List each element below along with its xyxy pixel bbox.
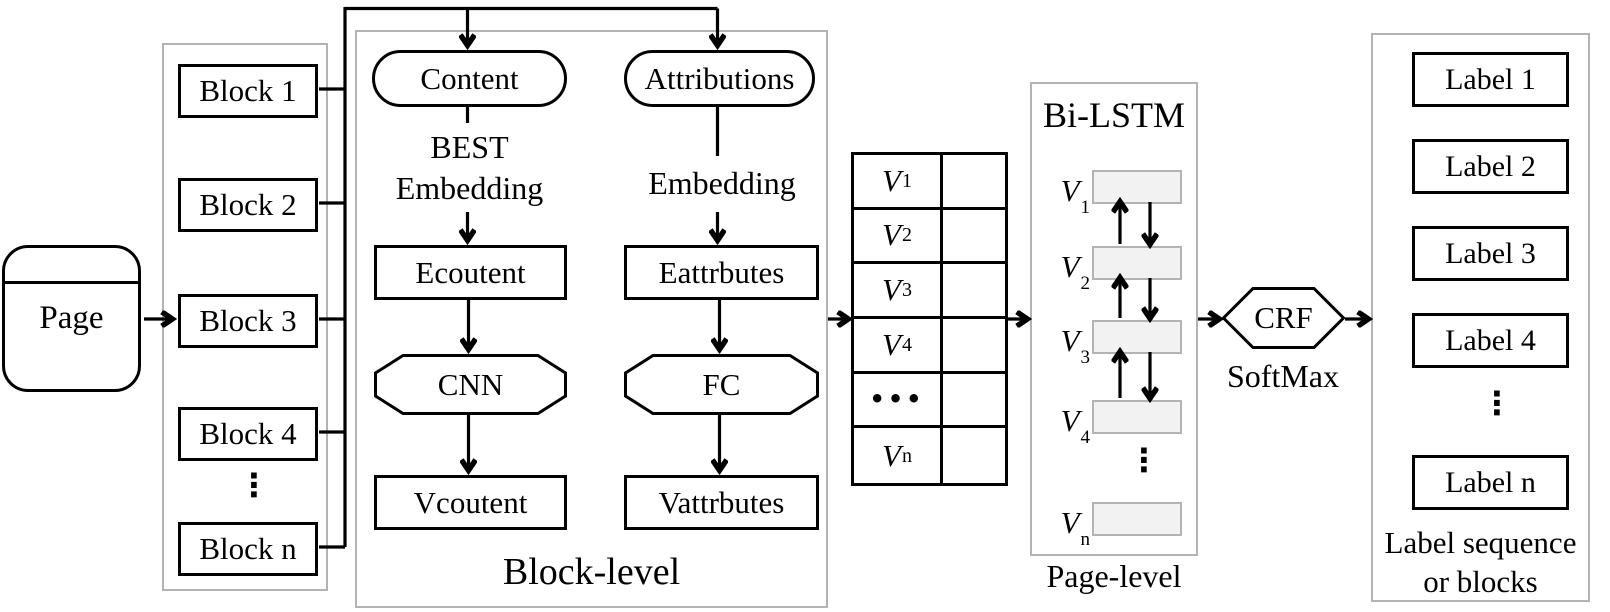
v-symbol: V [1060,504,1080,540]
label-item-4: Label 4 [1412,313,1569,368]
label-item-text: Label n [1445,465,1536,499]
vcoutent-node-label: Vcoutent [413,484,528,520]
label-item-n: Label n [1412,455,1569,510]
label-item-1: Label 1 [1412,52,1569,107]
cnn-node: CNN [374,354,567,415]
vector-cell-empty [943,428,1005,483]
label-item-text: Label 3 [1445,236,1536,270]
page-node: Page [2,245,141,392]
v-symbol: V [1060,172,1080,208]
v-symbol: V [1060,248,1080,284]
crf-node-label: CRF [1254,300,1313,335]
fc-node-label: FC [702,366,741,402]
lstm-cell-4 [1092,400,1182,434]
lstm-cell-3 [1092,320,1182,354]
attributions-node-label: Attributions [644,60,795,96]
page-level-caption: Page-level [1046,558,1182,594]
best-embedding-line1: BEST [430,129,509,165]
labels-ellipsis: ⋮ [1481,384,1513,422]
label-item-text: Label 2 [1445,149,1536,183]
eattrbutes-node-label: Eattrbutes [658,254,785,290]
block-level-title: Block-level [502,551,681,593]
blocks-panel: Block 1 Block 2 Block 3 Block 4 ⋮ Block … [162,43,328,591]
page-node-label: Page [39,300,104,336]
vcoutent-node: Vcoutent [374,475,567,530]
vattrbutes-node: Vattrbutes [624,475,819,530]
lstm-cell-2 [1092,246,1182,280]
vector-cell-ellipsis: ••• [854,373,943,429]
vector-cell-empty [943,319,1005,374]
v-symbol: V [1060,402,1080,438]
block-item-label: Block n [199,531,297,566]
labels-caption-line2: or blocks [1423,563,1538,599]
eattrbutes-node: Eattrbutes [624,245,819,300]
v-symbol: V [882,162,901,198]
label-item-3: Label 3 [1412,226,1569,281]
vector-cell-empty [943,264,1005,319]
block-item-n: Block n [178,522,318,576]
v-symbol: V [882,272,901,308]
content-node-label: Content [420,60,519,96]
block-item-2: Block 2 [178,178,318,232]
content-node: Content [372,50,567,107]
fc-octagon [624,354,819,415]
ecoutent-node-label: Ecoutent [415,254,526,290]
labels-panel: Label 1 Label 2 Label 3 Label 4 ⋮ Label … [1371,33,1590,602]
v-symbol: V [882,217,901,253]
bilstm-title: Bi-LSTM [1042,95,1185,135]
cnn-octagon [374,354,567,415]
block-item-label: Block 1 [199,73,297,108]
best-embedding-note: BEST Embedding [387,127,552,209]
v-symbol: V [882,437,901,473]
page-node-divider [5,281,138,284]
labels-caption-line1: Label sequence [1384,525,1577,560]
embedding-note-line1: Embedding [648,165,796,201]
fc-node: FC [624,354,819,415]
v-symbol: V [882,326,901,362]
lstm-cell-n [1092,502,1182,536]
block-level-panel: Content BEST Embedding Ecoutent CNN Vcou… [355,30,828,608]
vector-cell-empty [943,374,1005,429]
v-symbol: V [1060,322,1080,358]
vattrbutes-node-label: Vattrbutes [658,484,785,520]
crf-node: CRF [1222,287,1345,349]
label-item-text: Label 1 [1445,62,1536,96]
blocks-ellipsis: ⋮ [238,466,270,504]
lstm-cell-1 [1092,170,1182,204]
table-ellipsis: ••• [869,385,925,414]
vector-cell-empty [943,155,1005,210]
best-embedding-line2: Embedding [395,169,544,206]
block-item-label: Block 4 [199,416,297,451]
block-item-label: Block 3 [199,303,297,338]
embedding-note: Embedding [632,163,812,204]
label-item-2: Label 2 [1412,139,1569,194]
block-item-3: Block 3 [178,294,318,348]
block-item-4: Block 4 [178,407,318,461]
block-item-label: Block 2 [199,187,297,222]
softmax-caption: SoftMax [1227,358,1339,394]
labels-caption: Label sequence or blocks [1373,524,1588,602]
label-item-text: Label 4 [1445,323,1536,357]
bilstm-ellipsis: ⋮ [1128,441,1160,479]
block-item-1: Block 1 [178,64,318,118]
attributions-node: Attributions [624,50,815,107]
vector-cell-empty [943,210,1005,265]
cnn-node-label: CNN [437,366,504,402]
ecoutent-node: Ecoutent [374,245,567,300]
